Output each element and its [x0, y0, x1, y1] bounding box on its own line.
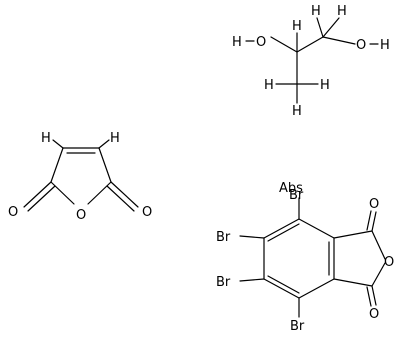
pg-o-left: O — [256, 35, 266, 50]
ma-o-left: O — [8, 205, 18, 220]
tbpa-br-top: Br — [289, 188, 304, 203]
tbpa-br-lower-left: Br — [216, 275, 231, 290]
maleic-anhydride-structure: H H O O O — [8, 131, 152, 223]
tbpa-abs-label: Abs — [279, 181, 303, 196]
pg-h-right: H — [380, 38, 390, 53]
ma-o-ring: O — [76, 208, 86, 223]
tbpa-o-ring: O — [384, 255, 394, 270]
pg-h-c2-top: H — [292, 19, 302, 34]
tbpa-o-bottom: O — [369, 307, 379, 322]
pg-h-left: H — [232, 35, 242, 50]
ma-h-right: H — [110, 131, 120, 146]
pg-h-methyl-left: H — [264, 78, 274, 93]
tbpa-br-bottom: Br — [290, 319, 305, 334]
pg-o-right: O — [356, 38, 366, 53]
ma-h-left: H — [41, 131, 51, 146]
pg-h-methyl-right: H — [320, 78, 330, 93]
tetrabromophthalic-anhydride-structure: Abs Br Br Br Br O O O — [216, 181, 394, 334]
tbpa-br-upper-left: Br — [216, 230, 231, 245]
propylene-glycol-structure: H O H H H O H H H H — [232, 4, 390, 119]
tbpa-o-top: O — [369, 197, 379, 212]
pg-h-c1-b: H — [337, 4, 347, 19]
pg-h-methyl-bottom: H — [292, 104, 302, 119]
ma-o-right: O — [142, 205, 152, 220]
pg-h-c1-a: H — [311, 4, 321, 19]
